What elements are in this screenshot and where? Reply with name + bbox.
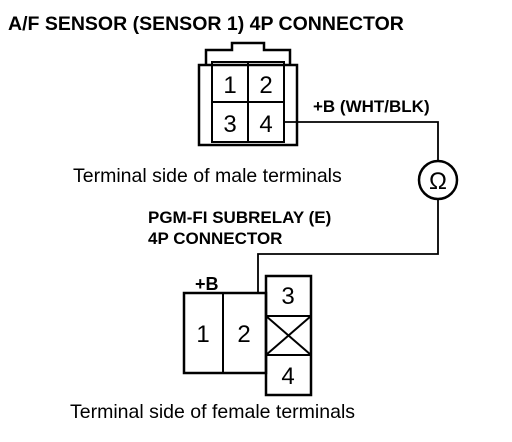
wire-lower xyxy=(257,199,439,293)
connector2-pin-2: 2 xyxy=(237,321,250,348)
connector2-pin-4: 4 xyxy=(281,363,294,390)
connector1-pin-4: 4 xyxy=(259,111,272,138)
connector1-pin-2: 2 xyxy=(259,72,272,99)
af-sensor-connector: 1 2 3 4 xyxy=(197,41,299,147)
connector2-title-line2: 4P CONNECTOR xyxy=(148,229,282,248)
connector2-side-label: Terminal side of female terminals xyxy=(70,401,355,423)
connector2-pin-1: 1 xyxy=(196,321,209,348)
connector1-pin-3: 3 xyxy=(223,111,236,138)
pgm-fi-subrelay-connector: 1 2 3 4 xyxy=(182,274,313,397)
connector2-title-line1: PGM-FI SUBRELAY (E) xyxy=(148,208,331,227)
ohmmeter: Ω xyxy=(417,159,459,201)
wire-label: +B (WHT/BLK) xyxy=(313,97,430,116)
ohm-icon: Ω xyxy=(429,168,447,195)
connector2-pin-3: 3 xyxy=(281,283,294,310)
wire-upper xyxy=(284,121,439,161)
connector1-side-label: Terminal side of male terminals xyxy=(73,165,342,187)
connector2-b-label: +B xyxy=(195,274,219,294)
connector1-pin-1: 1 xyxy=(223,72,236,99)
connector1-title: A/F SENSOR (SENSOR 1) 4P CONNECTOR xyxy=(8,13,404,35)
